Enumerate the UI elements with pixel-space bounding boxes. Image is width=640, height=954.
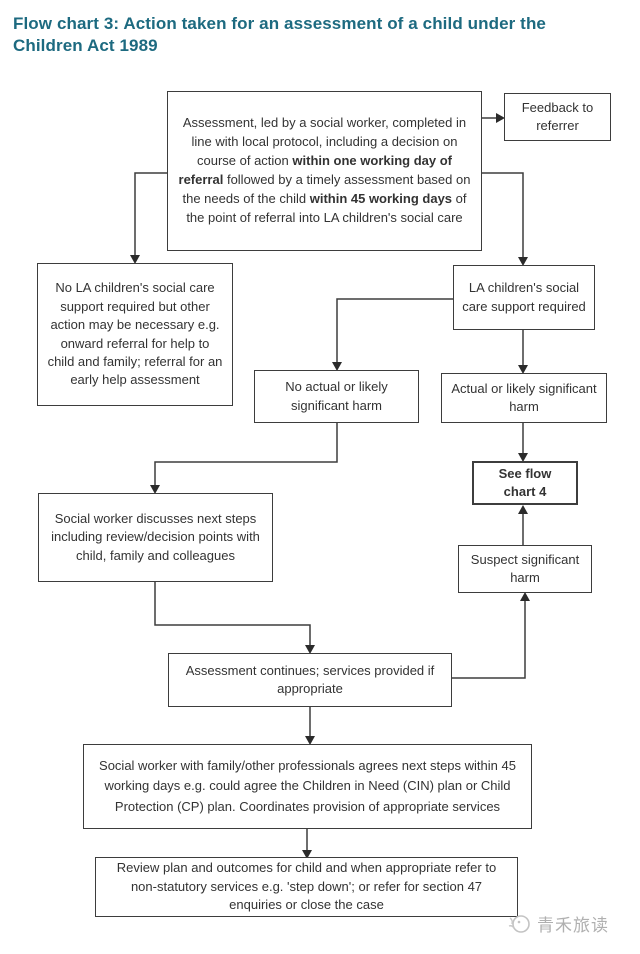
node-no-significant-harm: No actual or likely significant harm	[254, 370, 419, 423]
node-label: Feedback to referrer	[521, 99, 594, 133]
node-assessment-text: Assessment, led by a social worker, comp…	[176, 114, 473, 228]
node-label: Social worker discusses next steps inclu…	[51, 510, 260, 563]
arrowhead	[130, 255, 140, 264]
assessment-text-1: Assessment, led by a social worker, comp…	[182, 115, 467, 169]
node-la-support-required: LA children's social care support requir…	[453, 265, 595, 330]
arrowhead	[332, 362, 342, 371]
arrow-la-to-noharm	[336, 298, 454, 362]
arrowhead	[305, 736, 315, 745]
arrowhead	[518, 365, 528, 374]
watermark: 青禾旅读	[506, 910, 609, 936]
arrow-continues-to-suspect	[451, 601, 526, 679]
assessment-text-3: of the point of referral into LA childre…	[186, 190, 467, 225]
arrowhead	[150, 485, 160, 494]
node-review-plan: Review plan and outcomes for child and w…	[95, 857, 518, 917]
page-title: Flow chart 3: Action taken for an assess…	[13, 14, 546, 56]
node-label: Actual or likely significant harm	[451, 380, 597, 414]
node-feedback-to-referrer: Feedback to referrer	[504, 93, 611, 141]
node-assessment: Assessment, led by a social worker, comp…	[167, 91, 482, 251]
node-significant-harm: Actual or likely significant harm	[441, 373, 607, 423]
node-label: Assessment continues; services provided …	[185, 662, 435, 696]
arrow-noharm-to-discuss	[154, 422, 338, 485]
node-label: No LA children's social care support req…	[47, 280, 223, 388]
arrow-main-to-la	[481, 172, 524, 257]
node-label: LA children's social care support requir…	[462, 280, 586, 314]
node-label: No actual or likely significant harm	[285, 379, 388, 413]
arrowhead	[518, 453, 528, 462]
arrowhead	[518, 257, 528, 266]
node-label: Social worker with family/other professi…	[99, 758, 516, 814]
assessment-bold-2: within 45 working days	[309, 190, 453, 206]
node-assessment-continues: Assessment continues; services provided …	[168, 653, 452, 707]
watermark-logo-icon	[508, 915, 530, 933]
watermark-brand-text: 青禾旅读	[537, 915, 609, 936]
assessment-text-2: followed by a timely assessment based on…	[182, 172, 471, 206]
node-see-flow-chart-4: See flow chart 4	[472, 461, 578, 505]
arrowhead	[520, 592, 530, 601]
node-social-worker-discusses: Social worker discusses next steps inclu…	[38, 493, 273, 582]
arrowhead	[305, 645, 315, 654]
assessment-bold-1: within one working day of referral	[178, 153, 453, 187]
node-label: Review plan and outcomes for child and w…	[116, 860, 497, 913]
arrowhead	[496, 113, 505, 123]
arrowhead	[518, 505, 528, 514]
node-label: Suspect significant harm	[470, 551, 580, 585]
arrow-main-to-nola	[134, 172, 168, 255]
node-suspect-significant-harm: Suspect significant harm	[458, 545, 592, 593]
node-no-la-support: No LA children's social care support req…	[37, 263, 233, 406]
node-label: See flow chart 4	[498, 465, 552, 499]
arrowhead	[302, 850, 312, 859]
node-social-worker-agrees-steps: Social worker with family/other professi…	[83, 744, 532, 829]
arrow-discuss-to-continues	[154, 581, 311, 645]
